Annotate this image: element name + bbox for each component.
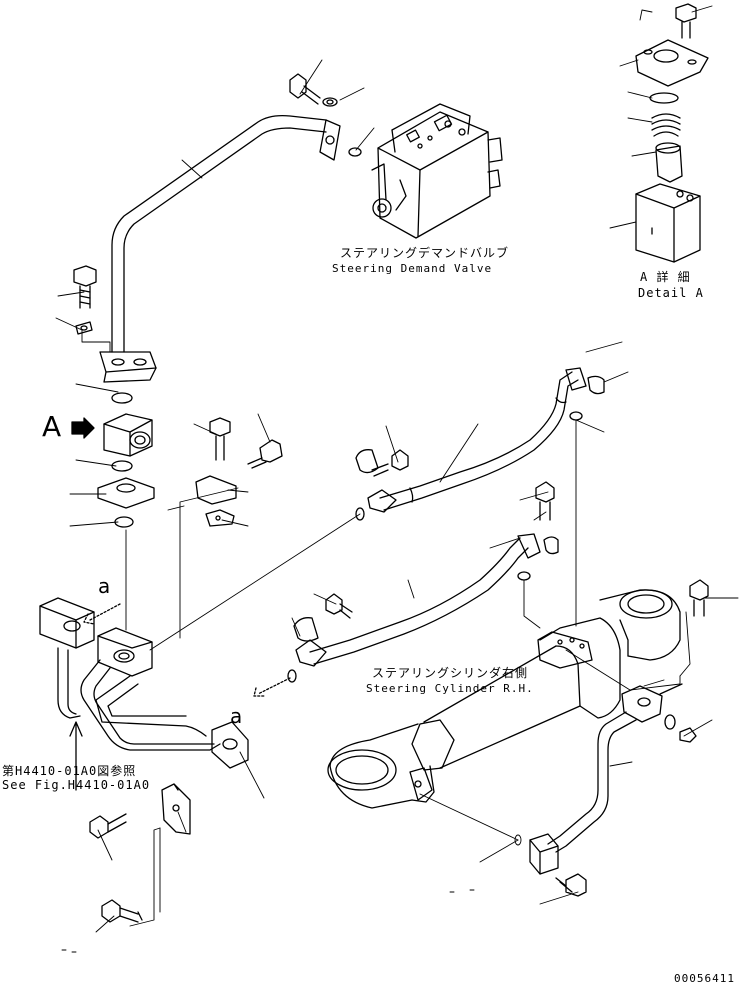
clamp-bracket: [195, 417, 283, 527]
detail-label-en: Detail A: [638, 286, 704, 300]
cylinder-tube: [529, 711, 637, 875]
lower-left-brackets: [89, 783, 191, 923]
steering-cylinder: [327, 589, 683, 809]
reference-label-en: See Fig.H4410-01A0: [2, 778, 151, 792]
o-ring: [569, 411, 583, 421]
hose-upper: [367, 367, 587, 513]
drawing-number: 00056411: [674, 972, 735, 985]
detail-label-jp: A 詳 細: [640, 270, 691, 284]
valve-label-en: Steering Demand Valve: [332, 262, 493, 275]
steering-demand-valve: [371, 103, 503, 239]
lower-pipe: [80, 659, 249, 769]
block-a: [71, 392, 155, 528]
cylinder-label-en: Steering Cylinder R.H.: [366, 682, 534, 695]
connection-arrow-2: [253, 677, 291, 697]
hose-middle-clamp: [293, 481, 559, 642]
cylinder-label-jp: ステアリングシリンダ右側: [372, 666, 529, 680]
o-ring: [355, 507, 365, 521]
valve-bolt: [289, 73, 362, 157]
ref-arrow: [69, 721, 83, 791]
o-ring: [287, 669, 297, 683]
left-bolt-upper: [73, 265, 97, 335]
connection-a-label-2: a: [230, 704, 243, 728]
connection-a-label-1: a: [98, 574, 111, 598]
connection-arrow-1: [83, 603, 121, 625]
leader-lines: [55, 5, 739, 953]
reference-label-jp: 第H4410-01A0図参照: [2, 764, 137, 778]
o-ring: [664, 714, 676, 730]
cylinder-bolts: [555, 579, 709, 897]
hose-middle: [295, 533, 541, 667]
o-ring: [517, 571, 531, 581]
view-a-label: A: [42, 410, 62, 443]
detail-a: [635, 3, 709, 263]
valve-label-jp: ステアリングデマンドバルブ: [340, 246, 510, 260]
upper-pipe: [99, 114, 341, 383]
hose-upper-clamp: [355, 375, 605, 477]
